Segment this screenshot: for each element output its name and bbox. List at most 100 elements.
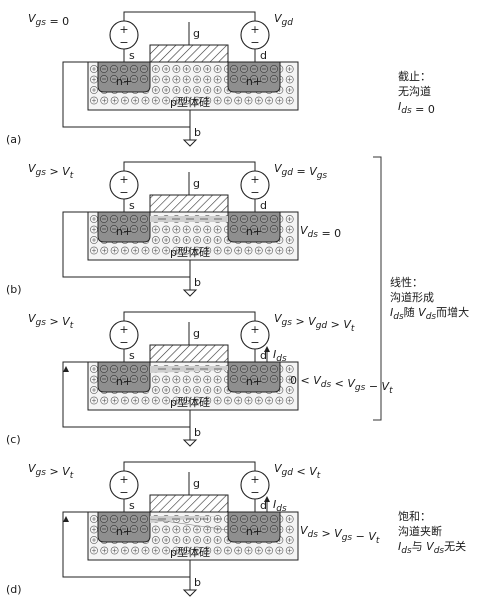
svg-text:−: − (250, 486, 259, 499)
hole-symbol (110, 246, 119, 255)
source-label: s (129, 199, 135, 212)
cutoff-note-line: 无沟道 (398, 84, 431, 98)
hole-symbol (285, 225, 294, 234)
hole-symbol (151, 375, 160, 384)
source-label: s (129, 349, 135, 362)
linear-note-line: Ids随 Vds而增大 (390, 305, 469, 322)
hole-symbol (90, 396, 98, 405)
hole-symbol (90, 86, 98, 94)
hole-symbol (254, 396, 263, 405)
hole-symbol (162, 65, 170, 73)
svg-text:−: − (119, 336, 128, 349)
svg-text:−: − (119, 36, 128, 49)
hole-symbol (172, 96, 181, 105)
hole-symbol (172, 525, 181, 534)
hole-symbol (285, 75, 294, 84)
source-label: s (129, 499, 135, 512)
vgd-label: Vgd = Vgs (274, 162, 327, 181)
hole-symbol (182, 86, 191, 94)
hole-symbol (193, 536, 201, 544)
hole-symbol (193, 396, 201, 405)
hole-symbol (213, 536, 222, 544)
hole-symbol (90, 546, 98, 555)
hole-symbol (285, 375, 294, 384)
hole-symbol (213, 525, 222, 534)
hole-symbol (131, 246, 140, 255)
hole-symbol (182, 546, 191, 555)
hole-symbol (285, 246, 294, 255)
hole-symbol (182, 65, 191, 73)
hole-symbol (141, 96, 150, 105)
body-label: b (194, 426, 201, 439)
hole-symbol (275, 396, 284, 405)
p-body-label: p型体硅 (170, 545, 210, 559)
hole-symbol (172, 246, 181, 255)
hole-symbol (182, 375, 191, 384)
hole-symbol (285, 236, 294, 244)
hole-symbol (193, 546, 201, 555)
vgs-label: Vgs > Vt (28, 462, 74, 481)
hole-symbol (151, 536, 160, 544)
vgd-label: Vgd (274, 12, 293, 28)
hole-symbol (203, 65, 212, 73)
hole-symbol (172, 86, 181, 94)
panel-tag: (b) (6, 283, 22, 296)
hole-symbol (151, 546, 160, 555)
svg-text:−: − (119, 486, 128, 499)
ids-arrow (264, 496, 270, 502)
hole-symbol (254, 96, 263, 105)
hole-symbol (244, 96, 253, 105)
hole-symbol (265, 546, 273, 555)
hole-symbol (285, 65, 294, 73)
hole-symbol (151, 75, 160, 84)
ids-label: Ids (273, 498, 287, 514)
hole-symbol (141, 396, 150, 405)
hole-symbol (162, 525, 170, 534)
hole-symbol (172, 65, 181, 73)
hole-symbol (90, 386, 98, 394)
n-plus-label: n+ (116, 525, 132, 538)
hole-symbol (193, 225, 201, 234)
hole-symbol (172, 75, 181, 84)
hole-symbol (203, 96, 212, 105)
saturation-note-line: 沟道夹断 (398, 524, 442, 538)
source-current-arrow (63, 366, 69, 372)
hole-symbol (203, 375, 212, 384)
hole-symbol (223, 246, 232, 255)
hole-symbol (213, 375, 222, 384)
svg-text:+: + (250, 473, 259, 486)
hole-symbol (90, 96, 98, 105)
gate-label: g (193, 477, 200, 490)
linear-note-line: 沟道形成 (390, 290, 434, 304)
hole-symbol (100, 96, 109, 105)
hole-symbol (110, 546, 119, 555)
n-plus-label: n+ (116, 75, 132, 88)
svg-text:+: + (250, 173, 259, 186)
hole-symbol (172, 225, 181, 234)
hole-symbol (203, 525, 212, 534)
hole-symbol (172, 386, 181, 394)
svg-text:−: − (250, 336, 259, 349)
hole-symbol (193, 65, 201, 73)
hole-symbol (203, 86, 212, 94)
svg-text:−: − (250, 186, 259, 199)
hole-symbol (254, 246, 263, 255)
panel-tag: (d) (6, 583, 22, 596)
svg-text:+: + (250, 323, 259, 336)
n-plus-label: n+ (246, 525, 262, 538)
hole-symbol (285, 396, 294, 405)
hole-symbol (162, 386, 170, 394)
hole-symbol (213, 236, 222, 244)
gate-electrode (149, 344, 229, 363)
hole-symbol (213, 225, 222, 234)
drain-label: d (260, 349, 267, 362)
vgs-label: Vgs > Vt (28, 312, 74, 331)
drain-label: d (260, 49, 267, 62)
source-current-arrow (63, 516, 69, 522)
linear-region-bracket (373, 156, 382, 421)
